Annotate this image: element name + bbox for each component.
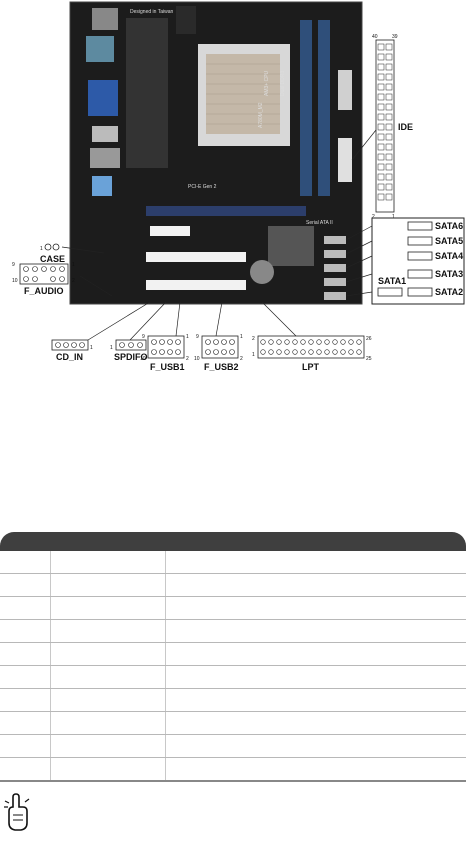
usb2-pin-9: 9 [196,334,199,340]
ide-pin-2: 2 [372,214,375,220]
faudio-pin-1: 1 [72,262,75,268]
chipset-heatsink [268,226,314,266]
usb2-pin-1: 1 [240,334,243,340]
spdif-pin-1: 1 [110,345,113,351]
board-text-designed: Designed in Taiwan [130,9,173,15]
table-row [0,574,466,597]
pcie-x1-slot [150,226,190,236]
lpt-pin-25: 25 [366,356,372,362]
lpt-header [257,335,365,359]
cdin-pin-1: 1 [90,345,93,351]
table-row [0,666,466,689]
usb1-pin-9: 9 [142,334,145,340]
table-row [0,689,466,712]
f-audio-header [19,263,69,285]
ide-pin-1: 1 [392,214,395,220]
usb1-pin-1: 1 [186,334,189,340]
sata4-connector [407,251,433,261]
serial-port [86,36,114,62]
table-row [0,735,466,758]
table-header [0,532,466,551]
board-text-serial: Serial ATA II [306,220,333,226]
ide-pin-40: 40 [372,34,378,40]
faudio-pin-2: 2 [72,278,75,284]
vrm-heatsink [126,18,168,168]
board-text-ddr: Dual DDR3 [280,70,286,96]
sata2-label: SATA2 [435,287,463,297]
lan-port [90,148,120,168]
usb2-pin-10: 10 [194,356,200,362]
table-row [0,758,466,782]
usb1-pin-10: 10 [140,356,146,362]
sata5-connector [407,236,433,246]
board-text-pcie: PCI-E Gen 2 [188,184,217,190]
lpt-pin-1: 1 [252,352,255,358]
lpt-pin-2: 2 [252,336,255,342]
sata6-label: SATA6 [435,221,463,231]
pci-slot [146,252,246,262]
table-row [0,643,466,666]
sata4-label: SATA4 [435,251,463,261]
sata6-connector [407,221,433,231]
f-usb2-label: F_USB2 [204,362,239,372]
lpt-pin-26: 26 [366,336,372,342]
vga-port [88,80,118,116]
table-row [0,551,466,574]
case-header [44,243,60,251]
cd-in-header [51,339,89,351]
sata1-label: SATA1 [378,276,406,286]
bios-battery [250,260,274,284]
ide-label: IDE [398,122,413,132]
lpt-label: LPT [302,362,320,372]
sata3-label: SATA3 [435,269,463,279]
f-usb1-header [147,335,185,359]
pcie-x16-slot [146,206,306,216]
cd-in-label: CD_IN [56,352,83,362]
usb1-pin-2: 2 [186,356,189,362]
connector-table [0,532,466,782]
f-usb2-header [201,335,239,359]
atx-power-connector [338,70,352,110]
sata5-label: SATA5 [435,236,463,246]
spdifo-label: SPDIFO [114,352,148,362]
board-text-socket: AM3+ CPU [264,70,270,96]
usb-ports [92,126,118,142]
dimm-slot [300,20,312,196]
f-usb1-label: F_USB1 [150,362,185,372]
pointing-hand-note-icon [4,793,30,831]
sata1-connector [377,287,403,297]
table-row [0,597,466,620]
case-pin-1: 1 [40,246,43,252]
pci-slot [146,280,246,290]
f-audio-label: F_AUDIO [24,286,64,296]
board-text-model: A780M_M2 [258,102,264,128]
ide-pin-39: 39 [392,34,398,40]
sata2-connector [407,287,433,297]
audio-jacks [92,176,112,196]
ps2-port [92,8,118,30]
motherboard-diagram: Designed in Taiwan AM3+ CPU Dual DDR3 PC… [12,1,465,372]
case-label: CASE [40,254,65,264]
table-row [0,712,466,735]
usb2-pin-2: 2 [240,356,243,362]
dimm-slot [318,20,330,196]
faudio-pin-9: 9 [12,262,15,268]
table-row [0,620,466,643]
sata3-connector [407,269,433,279]
ide-connector-onboard [338,138,352,182]
faudio-pin-10: 10 [12,278,18,284]
